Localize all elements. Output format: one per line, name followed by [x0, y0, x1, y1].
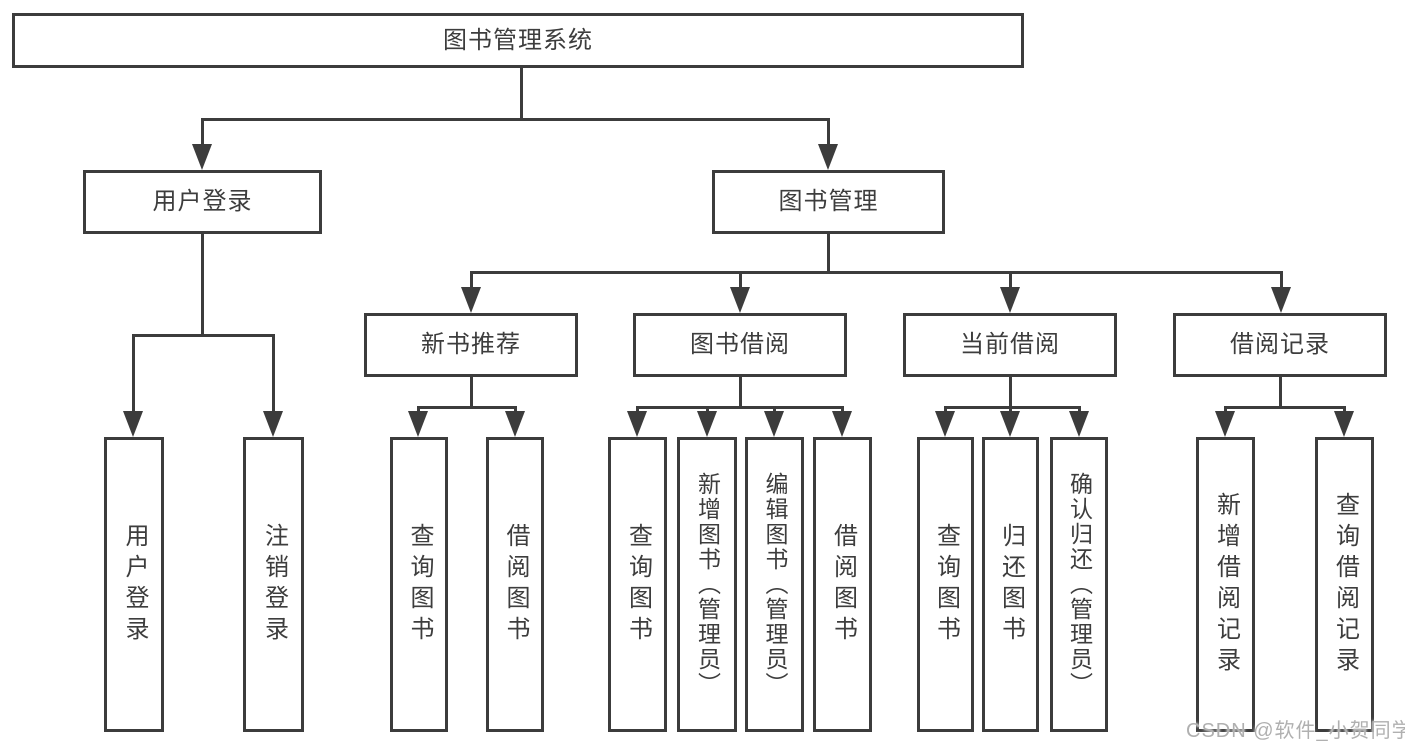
node-label: 新增借阅记录 [1212, 491, 1240, 678]
node-library-management-system: 图书管理系统 [12, 13, 1024, 68]
arrow-down-icon [263, 411, 283, 437]
leaf-borrowing-borrow-books: 借阅图书 [813, 437, 872, 732]
leaf-user-login: 用户登录 [104, 437, 164, 732]
connector-line-horizontal [200, 117, 830, 121]
node-label: 编辑图书（管理员） [762, 472, 788, 697]
arrow-down-icon [1000, 411, 1020, 437]
leaf-borrowing-query-books: 查询图书 [608, 437, 667, 732]
watermark-text: CSDN @软件_小贺同学 [1186, 720, 1405, 742]
connector-line-horizontal [1223, 405, 1346, 409]
node-label: 查询图书 [932, 522, 960, 647]
node-label: 新增图书（管理员） [694, 472, 721, 697]
node-label: 借阅记录 [1230, 331, 1330, 358]
leaf-logout: 注销登录 [243, 437, 304, 732]
connector-arrow-stem [271, 335, 275, 427]
arrow-down-icon [1334, 411, 1354, 437]
connector-line-horizontal [416, 405, 517, 409]
leaf-confirm-return-admin: 确认归还（管理员） [1050, 437, 1108, 732]
arrow-down-icon [935, 411, 955, 437]
node-label: 查询借阅记录 [1331, 491, 1359, 678]
arrow-down-icon [697, 411, 717, 437]
arrow-down-icon [818, 144, 838, 170]
arrow-down-icon [627, 411, 647, 437]
node-borrowing-records: 借阅记录 [1173, 313, 1387, 377]
node-book-management: 图书管理 [712, 170, 945, 234]
node-label: 借阅图书 [829, 522, 857, 647]
arrow-down-icon [408, 411, 428, 437]
connector-line-horizontal [469, 270, 1283, 274]
node-label: 图书管理系统 [443, 26, 593, 54]
node-label: 新书推荐 [421, 331, 521, 358]
leaf-recommend-borrow-books: 借阅图书 [486, 437, 544, 732]
node-label: 用户登录 [152, 188, 253, 215]
arrow-down-icon [123, 411, 143, 437]
leaf-add-book-admin: 新增图书（管理员） [677, 437, 737, 732]
connector-line-vertical [519, 68, 523, 119]
node-label: 图书借阅 [690, 331, 790, 358]
node-label: 注销登录 [260, 522, 288, 647]
connector-line-vertical [469, 377, 473, 408]
leaf-edit-book-admin: 编辑图书（管理员） [745, 437, 804, 732]
arrow-down-icon [1000, 287, 1020, 313]
connector-line-horizontal [943, 405, 1081, 409]
connector-line-vertical [200, 234, 204, 336]
connector-line-vertical [826, 234, 830, 273]
arrow-down-icon [461, 287, 481, 313]
connector-line-horizontal [131, 333, 275, 337]
leaf-return-books: 归还图书 [982, 437, 1039, 732]
node-new-book-recommendation: 新书推荐 [364, 313, 578, 377]
connector-line-horizontal [635, 405, 844, 409]
arrow-down-icon [1069, 411, 1089, 437]
leaf-query-borrowing-record: 查询借阅记录 [1315, 437, 1374, 732]
arrow-down-icon [1271, 287, 1291, 313]
node-current-borrowing: 当前借阅 [903, 313, 1117, 377]
node-label: 借阅图书 [502, 522, 529, 647]
node-label: 查询图书 [624, 522, 652, 647]
connector-arrow-stem [131, 335, 135, 427]
leaf-current-query-books: 查询图书 [917, 437, 974, 732]
node-label: 图书管理 [778, 188, 879, 215]
node-label: 归还图书 [997, 522, 1025, 647]
arrow-down-icon [730, 287, 750, 313]
leaf-add-borrowing-record: 新增借阅记录 [1196, 437, 1255, 732]
arrow-down-icon [832, 411, 852, 437]
node-book-borrowing: 图书借阅 [633, 313, 847, 377]
connector-line-vertical [1278, 377, 1282, 408]
node-label: 查询图书 [406, 522, 433, 647]
node-label: 确认归还（管理员） [1066, 472, 1093, 697]
arrow-down-icon [764, 411, 784, 437]
connector-arrow-stem [826, 119, 830, 160]
connector-line-vertical [1008, 377, 1012, 408]
leaf-recommend-query-books: 查询图书 [390, 437, 448, 732]
node-label: 用户登录 [121, 522, 148, 647]
connector-arrow-stem [200, 119, 204, 160]
arrow-down-icon [1215, 411, 1235, 437]
connector-line-vertical [738, 377, 742, 408]
arrow-down-icon [505, 411, 525, 437]
node-user-login: 用户登录 [83, 170, 322, 234]
arrow-down-icon [192, 144, 212, 170]
node-label: 当前借阅 [960, 331, 1060, 358]
